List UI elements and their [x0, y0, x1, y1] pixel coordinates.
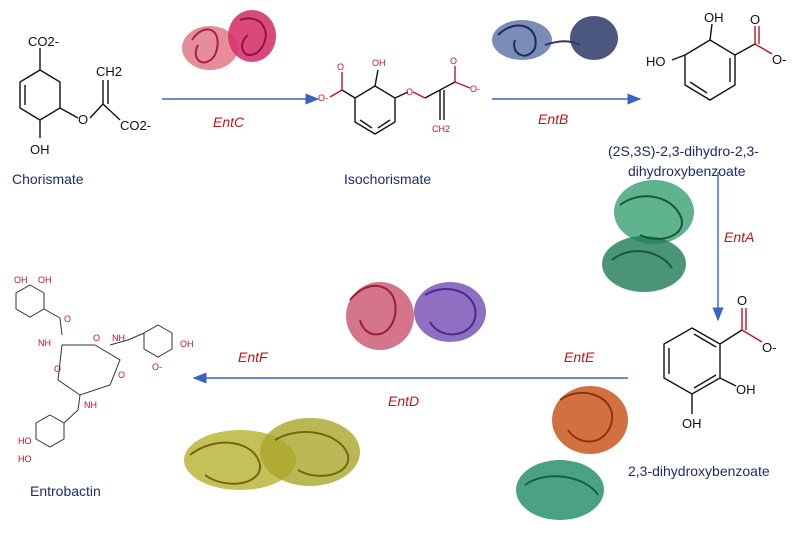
enzyme-label-entC: EntC — [213, 114, 245, 130]
entrobactin-o-minus: O- — [152, 362, 162, 372]
dihydro-structure: OH HO O O- — [646, 10, 786, 101]
enzyme-label-entD: EntD — [388, 393, 419, 409]
isochorismate-o-minus1: O- — [318, 93, 328, 103]
label-dhb: 2,3-dihydroxybenzoate — [628, 463, 770, 479]
chorismate-structure: CO2- O CH2 CO2- OH — [19, 34, 151, 157]
entrobactin-o1: O — [64, 314, 71, 324]
chorismate-o: O — [78, 112, 88, 127]
isochorismate-structure: O O- OH O O O- CH2 — [318, 56, 480, 135]
dihydro-o-minus: O- — [772, 52, 786, 67]
isochorismate-o-minus2: O- — [470, 84, 480, 94]
isochorismate-oh: OH — [372, 58, 386, 68]
dhb-oh-bottom: OH — [682, 416, 702, 431]
label-dihydro-line2: dihydroxybenzoate — [628, 163, 746, 179]
dihydro-ho: HO — [646, 54, 666, 69]
entrobactin-o2: O — [93, 333, 100, 343]
entrobactin-nh2: NH — [112, 333, 125, 343]
dhb-oh-right: OH — [736, 382, 756, 397]
entrobactin-o3: O — [54, 364, 61, 374]
entA-protein-image — [602, 180, 694, 292]
entF-protein-image — [516, 386, 628, 520]
label-dihydro-line1: (2S,3S)-2,3-dihydro-2,3- — [608, 143, 759, 159]
entrobactin-ho1: HO — [18, 436, 32, 446]
entrobactin-nh1: NH — [38, 338, 51, 348]
entrobactin-o4: O — [118, 370, 125, 380]
enzyme-label-entE: EntE — [564, 349, 595, 365]
entrobactin-ho2: HO — [18, 454, 32, 464]
entE-protein-image — [346, 282, 486, 350]
isochorismate-o1: O — [337, 62, 344, 72]
chorismate-ch2: CH2 — [96, 64, 122, 79]
dhb-structure: O O- OH OH — [663, 293, 776, 431]
chorismate-oh: OH — [30, 142, 50, 157]
entrobactin-oh1: OH — [14, 275, 28, 285]
dhb-o-minus: O- — [762, 340, 776, 355]
entrobactin-structure: OH OH O NH O NH OH O- O O NH HO HO — [14, 275, 194, 464]
dihydro-oh: OH — [704, 10, 724, 25]
chorismate-co2-top: CO2- — [28, 34, 59, 49]
label-chorismate: Chorismate — [12, 171, 84, 187]
dihydro-o: O — [750, 12, 760, 27]
label-entrobactin: Entrobactin — [30, 483, 101, 499]
isochorismate-o2: O — [450, 56, 457, 66]
enzyme-label-entB: EntB — [538, 111, 568, 127]
entB-protein-image — [492, 16, 618, 60]
label-isochorismate: Isochorismate — [344, 171, 431, 187]
entC-protein-image — [182, 10, 276, 70]
entrobactin-nh3: NH — [84, 400, 97, 410]
enzyme-label-entF: EntF — [238, 349, 269, 365]
isochorismate-o-ether: O — [406, 87, 413, 97]
entrobactin-oh3: OH — [180, 339, 194, 349]
dhb-o: O — [737, 293, 747, 308]
entD-protein-image — [184, 418, 360, 490]
entrobactin-oh2: OH — [38, 275, 52, 285]
isochorismate-ch2: CH2 — [432, 124, 450, 134]
chorismate-co2-side: CO2- — [120, 118, 151, 133]
enzyme-label-entA: EntA — [724, 229, 754, 245]
